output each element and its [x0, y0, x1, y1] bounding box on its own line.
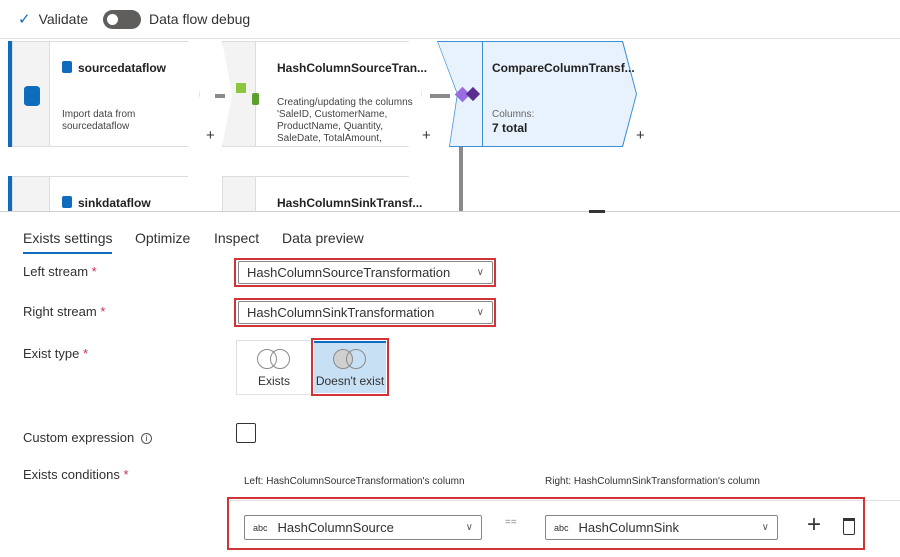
debug-label: Data flow debug [149, 11, 251, 27]
exists-conditions-label: Exists conditions * [23, 467, 129, 482]
right-stream-label: Right stream * [23, 304, 106, 319]
panel-resize-handle[interactable] [589, 210, 605, 213]
node-hashcolumnsink[interactable]: HashColumnSinkTransf... [222, 176, 432, 211]
tab-data-preview[interactable]: Data preview [282, 230, 364, 246]
validate-label: Validate [38, 11, 89, 27]
delete-condition-icon[interactable] [843, 518, 855, 535]
sink-icon [62, 196, 72, 208]
option-label: Exists [257, 374, 290, 388]
option-label: Doesn't exist [315, 374, 385, 388]
highlight-box [311, 338, 389, 396]
node-comparecolumn[interactable]: CompareColumnTransf... Columns: 7 total … [437, 41, 647, 147]
checkmark-icon: ✓ [18, 11, 31, 28]
venn-icon [333, 349, 367, 369]
highlight-box [234, 298, 496, 327]
node-title: sourcedataflow [78, 61, 167, 75]
node-description: Import data from sourcedataflow [62, 109, 136, 132]
highlight-box [227, 497, 865, 550]
add-transform-button[interactable]: + [422, 127, 431, 144]
derived-column-icon [236, 83, 246, 93]
chevron-down-icon: ∨ [476, 267, 484, 278]
exist-type-doesnt-exist-button[interactable]: Doesn't exist [314, 341, 386, 393]
custom-expression-checkbox[interactable] [236, 423, 256, 443]
node-hashcolumnsource[interactable]: HashColumnSourceTran... Creating/updatin… [222, 41, 432, 147]
left-stream-label: Left stream * [23, 264, 97, 279]
dataflow-canvas[interactable]: sourcedataflow Import data from sourceda… [0, 38, 900, 212]
node-description: Creating/updating the columns 'SaleID, C… [277, 97, 413, 144]
info-icon[interactable]: i [140, 433, 152, 444]
add-transform-button[interactable]: + [636, 127, 645, 144]
string-type-icon: abc [554, 522, 569, 533]
node-title: HashColumnSourceTran... [277, 61, 428, 75]
columns-value: 7 total [492, 121, 528, 135]
tab-optimize[interactable]: Optimize [135, 230, 191, 246]
exist-type-exists-button[interactable]: Exists [236, 340, 312, 395]
right-stream-select[interactable]: HashColumnSinkTransformation∨ [238, 301, 493, 324]
add-condition-icon[interactable]: + [807, 511, 822, 538]
venn-icon [257, 349, 291, 369]
tab-inspect[interactable]: Inspect [214, 230, 260, 246]
chevron-down-icon: ∨ [476, 307, 484, 318]
left-stream-select[interactable]: HashColumnSourceTransformation∨ [238, 261, 493, 284]
source-icon [62, 61, 72, 73]
node-title: HashColumnSinkTransf... [277, 196, 423, 210]
validate-button[interactable]: ✓ Validate [18, 10, 88, 28]
chevron-down-icon: ∨ [761, 522, 769, 533]
left-column-header: Left: HashColumnSourceTransformation's c… [244, 476, 465, 487]
node-sinkdataflow[interactable]: sinkdataflow [8, 176, 216, 211]
exist-type-label: Exist type * [23, 346, 89, 361]
string-type-icon: abc [253, 522, 268, 533]
right-column-header: Right: HashColumnSinkTransformation's co… [545, 476, 760, 487]
database-icon [24, 86, 40, 106]
custom-expression-label: Custom expression i [23, 430, 152, 445]
toolbar: ✓ Validate Data flow debug [0, 0, 900, 38]
node-title: CompareColumnTransf... [492, 61, 635, 75]
debug-toggle[interactable] [103, 10, 141, 29]
node-title: sinkdataflow [78, 196, 151, 210]
node-sourcedataflow[interactable]: sourcedataflow Import data from sourceda… [8, 41, 216, 147]
tab-exists-settings[interactable]: Exists settings [23, 230, 113, 254]
add-transform-button[interactable]: + [206, 127, 215, 144]
tab-label: Exists settings [23, 230, 113, 246]
columns-label: Columns: [492, 109, 535, 120]
equals-operator: == [505, 517, 517, 528]
highlight-box [234, 258, 496, 287]
chevron-down-icon: ∨ [465, 522, 473, 533]
